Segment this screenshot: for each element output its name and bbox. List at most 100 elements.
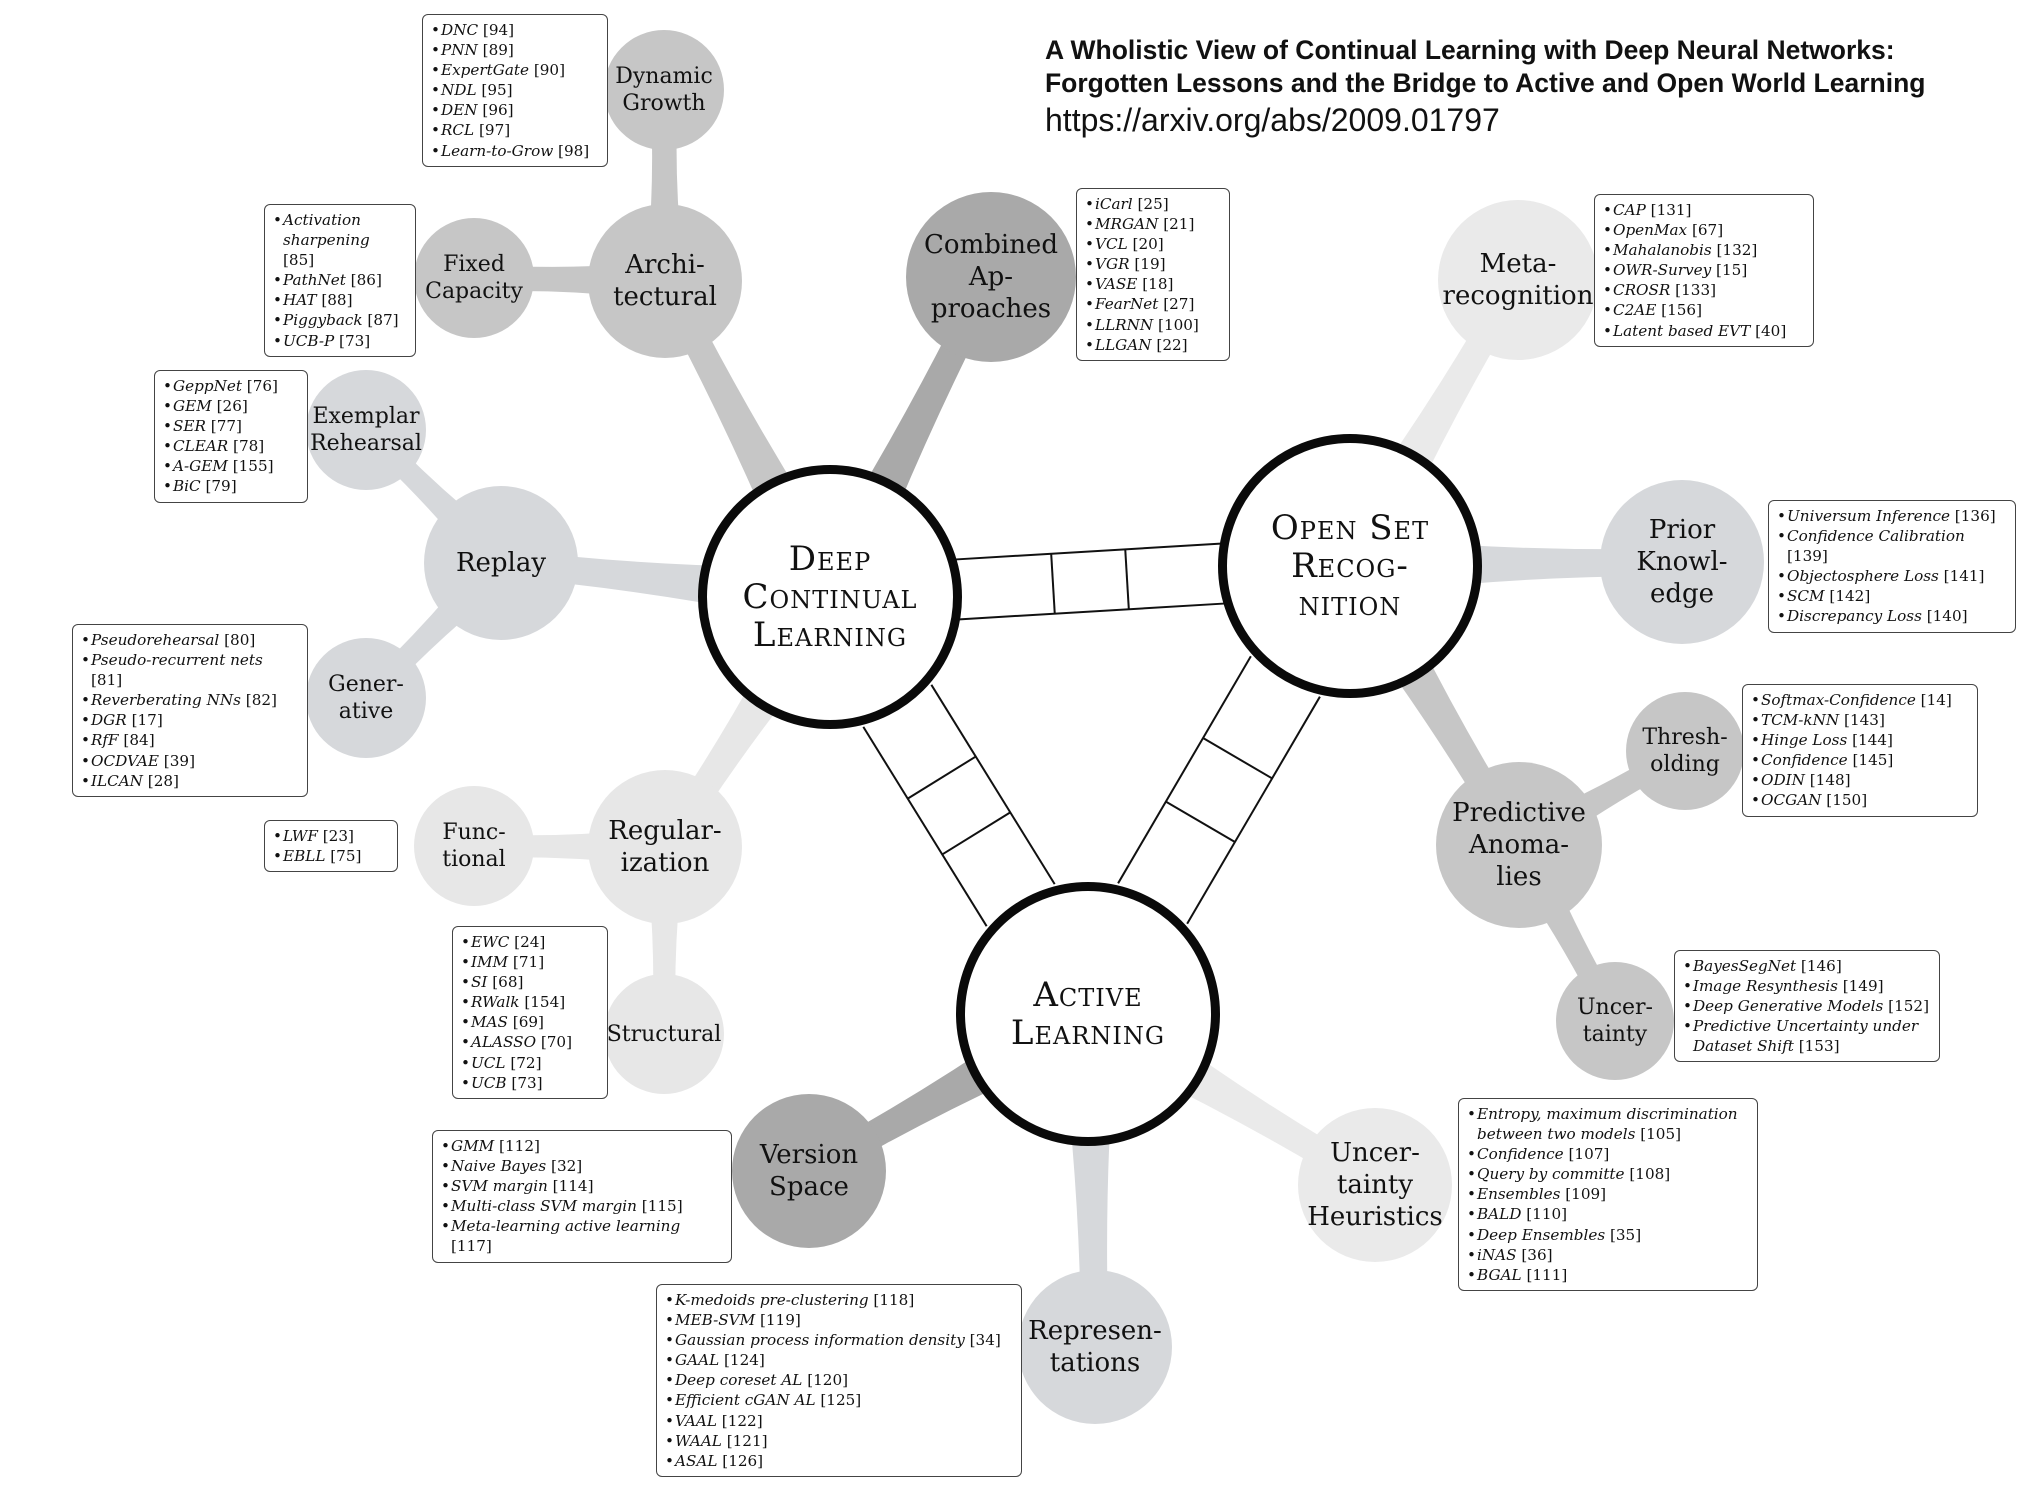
reference-item: Image Resynthesis [149] (1683, 976, 1929, 996)
node-combined-approaches: Combined Ap- proaches (906, 192, 1076, 362)
node-representations: Represen- tations (1018, 1270, 1172, 1424)
reference-item: Gaussian process information density [34… (665, 1330, 1011, 1350)
refbox-generative: Pseudorehearsal [80]Pseudo-recurrent net… (72, 624, 308, 797)
reference-method: Query by committe (1477, 1165, 1625, 1184)
reference-citation: [115] (636, 1197, 683, 1216)
reference-citation: [84] (118, 731, 155, 750)
reference-item: VAAL [122] (665, 1411, 1011, 1431)
reference-item: Deep coreset AL [120] (665, 1370, 1011, 1390)
reference-citation: [125] (815, 1391, 862, 1410)
reference-item: Objectosphere Loss [141] (1777, 566, 2005, 586)
reference-citation: [111] (1521, 1265, 1568, 1284)
reference-citation: [105] (1635, 1125, 1682, 1144)
reference-method: UCL (471, 1053, 506, 1072)
refbox-thresholding: Softmax-Confidence [14]TCM-kNN [143]Hing… (1742, 684, 1978, 817)
reference-method: BALD (1477, 1205, 1522, 1224)
reference-method: Predictive Uncertainty under Dataset Shi… (1693, 1017, 1919, 1056)
title-line-2: Forgotten Lessons and the Bridge to Acti… (1045, 68, 1926, 98)
reference-citation: [114] (547, 1177, 594, 1196)
reference-method: K-medoids pre-clustering (675, 1291, 869, 1309)
reference-item: Reverberating NNs [82] (81, 690, 297, 710)
reference-citation: [80] (219, 631, 256, 649)
reference-item: Entropy, maximum discrimination between … (1467, 1104, 1747, 1144)
reference-item: GEM [26] (163, 396, 297, 416)
bridge-rail (959, 602, 1225, 621)
node-uncertainty-heuristics: Uncer- tainty Heuristics (1298, 1108, 1452, 1262)
reference-method: Deep Generative Models (1693, 997, 1884, 1016)
reference-item: LLGAN [22] (1085, 335, 1219, 355)
reference-citation: [95] (476, 81, 513, 100)
reference-method: SVM margin (451, 1177, 548, 1196)
refbox-combined: iCarl [25]MRGAN [21]VCL [20]VGR [19]VASE… (1076, 188, 1230, 361)
reference-method: DNC (441, 21, 479, 39)
reference-method: CLEAR (173, 437, 229, 456)
node-generative: Gener- ative (306, 638, 426, 758)
refbox-representations: K-medoids pre-clustering [118]MEB-SVM [1… (656, 1284, 1022, 1477)
reference-item: SI [68] (461, 972, 597, 992)
reference-citation: [142] (1824, 587, 1871, 606)
reference-item: Activation sharpening [85] (273, 210, 405, 270)
reference-item: GAAL [124] (665, 1350, 1011, 1370)
paper-title: A Wholistic View of Continual Learning w… (1045, 34, 1925, 100)
reference-citation: [39] (158, 751, 195, 770)
reference-method: VCL (1095, 235, 1128, 254)
reference-citation: [35] (1605, 1225, 1642, 1244)
reference-item: Confidence [145] (1751, 750, 1967, 770)
reference-item: LLRNN [100] (1085, 315, 1219, 335)
reference-method: Objectosphere Loss (1787, 567, 1939, 586)
reference-item: iNAS [36] (1467, 1245, 1747, 1265)
reference-citation: [28] (142, 771, 179, 790)
reference-citation: [68] (487, 973, 524, 992)
reference-item: OWR-Survey [15] (1603, 260, 1803, 280)
reference-method: DGR (91, 711, 127, 730)
node-deep-continual-learning: Deep Continual Learning (698, 465, 962, 729)
reference-item: TCM-kNN [143] (1751, 710, 1967, 730)
reference-item: PathNet [86] (273, 270, 405, 290)
reference-citation: [40] (1750, 321, 1787, 340)
reference-item: FearNet [27] (1085, 294, 1219, 314)
refbox-version-space: GMM [112]Naive Bayes [32]SVM margin [114… (432, 1130, 732, 1263)
reference-citation: [78] (228, 437, 265, 456)
reference-method: UCB (471, 1073, 507, 1092)
reference-citation: [32] (546, 1157, 583, 1176)
reference-method: Deep Ensembles (1477, 1225, 1606, 1244)
reference-citation: [141] (1938, 567, 1985, 586)
bridge-connectors (862, 542, 1321, 927)
reference-citation: [149] (1837, 977, 1884, 996)
reference-item: EWC [24] (461, 932, 597, 952)
node-active-learning: Active Learning (956, 882, 1220, 1146)
reference-item: DGR [17] (81, 710, 297, 730)
reference-method: Entropy, maximum discrimination between … (1477, 1105, 1738, 1144)
refbox-functional: LWF [23]EBLL [75] (264, 820, 398, 873)
reference-method: Confidence (1477, 1145, 1564, 1164)
reference-citation: [153] (1793, 1037, 1840, 1056)
reference-item: Pseudorehearsal [80] (81, 630, 297, 650)
reference-method: Mahalanobis (1613, 241, 1712, 260)
bridge-rung (1124, 549, 1130, 610)
reference-citation: [108] (1624, 1165, 1671, 1184)
reference-citation: [86] (345, 271, 382, 290)
reference-method: SCM (1787, 587, 1825, 606)
reference-method: UCB-P (283, 331, 335, 350)
reference-citation: [89] (477, 41, 514, 60)
reference-item: BGAL [111] (1467, 1265, 1747, 1285)
reference-item: Mahalanobis [132] (1603, 240, 1803, 260)
reference-method: RfF (91, 731, 119, 750)
reference-citation: [120] (802, 1371, 849, 1390)
reference-method: GeppNet (173, 377, 242, 395)
reference-citation: [121] (721, 1431, 768, 1450)
reference-item: Learn-to-Grow [98] (431, 141, 597, 161)
reference-citation: [85] (283, 251, 315, 270)
reference-item: DEN [96] (431, 100, 597, 120)
node-predictive-anomalies: Predictive Anoma- lies (1436, 762, 1602, 928)
refbox-meta-recognition: CAP [131]OpenMax [67]Mahalanobis [132]OW… (1594, 194, 1814, 347)
reference-item: ExpertGate [90] (431, 60, 597, 80)
reference-citation: [98] (553, 141, 590, 160)
reference-citation: [152] (1883, 997, 1929, 1016)
reference-item: UCL [72] (461, 1053, 597, 1073)
reference-method: RWalk (471, 993, 520, 1012)
reference-method: Universum Inference (1787, 507, 1950, 525)
reference-citation: [36] (1516, 1245, 1553, 1264)
reference-item: Meta-learning active learning [117] (441, 1216, 721, 1256)
reference-item: RfF [84] (81, 730, 297, 750)
